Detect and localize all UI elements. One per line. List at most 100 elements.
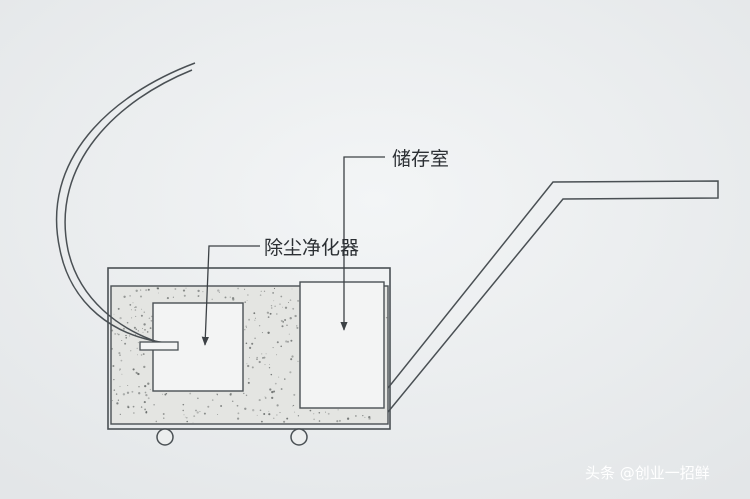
speckle-dot [245, 394, 248, 397]
speckle-dot [273, 300, 275, 302]
right-wheel [290, 428, 308, 446]
speckle-dot [132, 405, 135, 408]
speckle-dot [119, 413, 121, 415]
speckle-dot [284, 318, 287, 322]
speckle-dot [146, 331, 149, 333]
speckle-dot [236, 417, 240, 420]
speckle-dot [122, 327, 125, 330]
speckle-dot [243, 392, 245, 395]
speckle-dot [264, 364, 266, 366]
speckle-dot [297, 360, 299, 362]
speckle-dot [119, 368, 121, 370]
speckle-dot [254, 317, 256, 319]
speckle-dot [248, 346, 252, 350]
speckle-dot [259, 409, 262, 412]
speckle-dot [119, 385, 121, 388]
speckle-dot [135, 306, 137, 308]
speckle-dot [276, 414, 278, 416]
dust-purifier-leader-line [201, 245, 260, 346]
speckle-dot [355, 415, 357, 417]
left-wheel [156, 428, 174, 446]
speckle-dot [289, 299, 292, 301]
speckle-dot [117, 307, 120, 310]
speckle-dot [245, 342, 248, 345]
speckle-texture [111, 287, 388, 424]
speckle-dot [294, 314, 297, 318]
speckle-dot [368, 416, 371, 419]
speckle-dot [338, 419, 341, 422]
speckle-dot [153, 404, 155, 406]
speckle-dot [123, 295, 126, 298]
speckle-dot [182, 409, 184, 412]
speckle-dot [245, 325, 247, 327]
speckle-dot [131, 317, 133, 319]
speckle-dot [138, 386, 140, 388]
speckle-dot [162, 413, 165, 415]
speckle-dot [248, 318, 251, 321]
speckle-dot [276, 341, 279, 344]
speckle-dot [327, 412, 330, 415]
speckle-dot [279, 303, 281, 305]
speckle-dot [274, 305, 276, 307]
speckle-dot [127, 406, 130, 409]
speckle-dot [149, 327, 152, 330]
speckle-dot [156, 287, 160, 290]
speckle-dot [114, 332, 117, 335]
speckle-dot [133, 326, 136, 329]
speckle-dot [259, 294, 262, 296]
speckle-dot [134, 309, 137, 311]
speckle-dot [364, 416, 366, 418]
speckle-dot [273, 390, 276, 393]
speckle-dot [121, 339, 123, 342]
speckle-dot [122, 393, 126, 396]
speckle-dot [129, 335, 131, 337]
speckle-dot [183, 414, 185, 416]
speckle-dot [150, 319, 153, 322]
speckle-dot [140, 354, 143, 356]
speckle-dot [124, 342, 127, 345]
speckle-dot [135, 289, 138, 292]
speckle-dot [272, 347, 274, 349]
speckle-dot [232, 298, 235, 301]
speckle-dot [157, 292, 159, 294]
speckle-dot [135, 371, 138, 374]
speckle-dot [286, 417, 289, 420]
speckle-dot [137, 342, 139, 344]
speckle-dot [248, 357, 251, 359]
speckle-dot [247, 381, 250, 384]
speckle-dot [318, 412, 321, 414]
speckle-dot [117, 333, 120, 336]
speckle-dot [184, 416, 186, 418]
speckle-dot [197, 289, 200, 293]
speckle-dot [268, 364, 270, 365]
speckle-dot [230, 392, 232, 394]
speckle-dot [125, 337, 127, 339]
speckle-dot [140, 406, 143, 408]
speckle-dot [207, 405, 210, 408]
speckle-dot [125, 334, 127, 337]
speckle-dot [281, 306, 283, 308]
speckle-dot [186, 420, 188, 423]
speckle-dot [368, 418, 370, 420]
speckle-dot [137, 354, 138, 356]
speckle-dot [258, 360, 261, 364]
speckle-dot [253, 312, 256, 315]
speckle-dot [149, 388, 152, 391]
speckle-dot [385, 316, 388, 319]
speckle-dot [268, 312, 269, 314]
speckle-dot [244, 407, 247, 410]
speckle-dot [148, 317, 151, 319]
speckle-dot [195, 409, 197, 412]
speckle-dot [126, 405, 130, 408]
speckle-dot [118, 352, 121, 355]
speckle-dot [120, 359, 123, 362]
speckle-dot [174, 288, 177, 290]
speckle-dot [140, 314, 143, 317]
speckle-dot [144, 329, 146, 331]
speckle-dot [236, 404, 239, 407]
speckle-dot [143, 401, 146, 404]
speckle-dot [147, 382, 150, 385]
speckle-dot [263, 290, 266, 292]
speckle-dot [217, 414, 219, 415]
speckle-dot [369, 418, 371, 420]
